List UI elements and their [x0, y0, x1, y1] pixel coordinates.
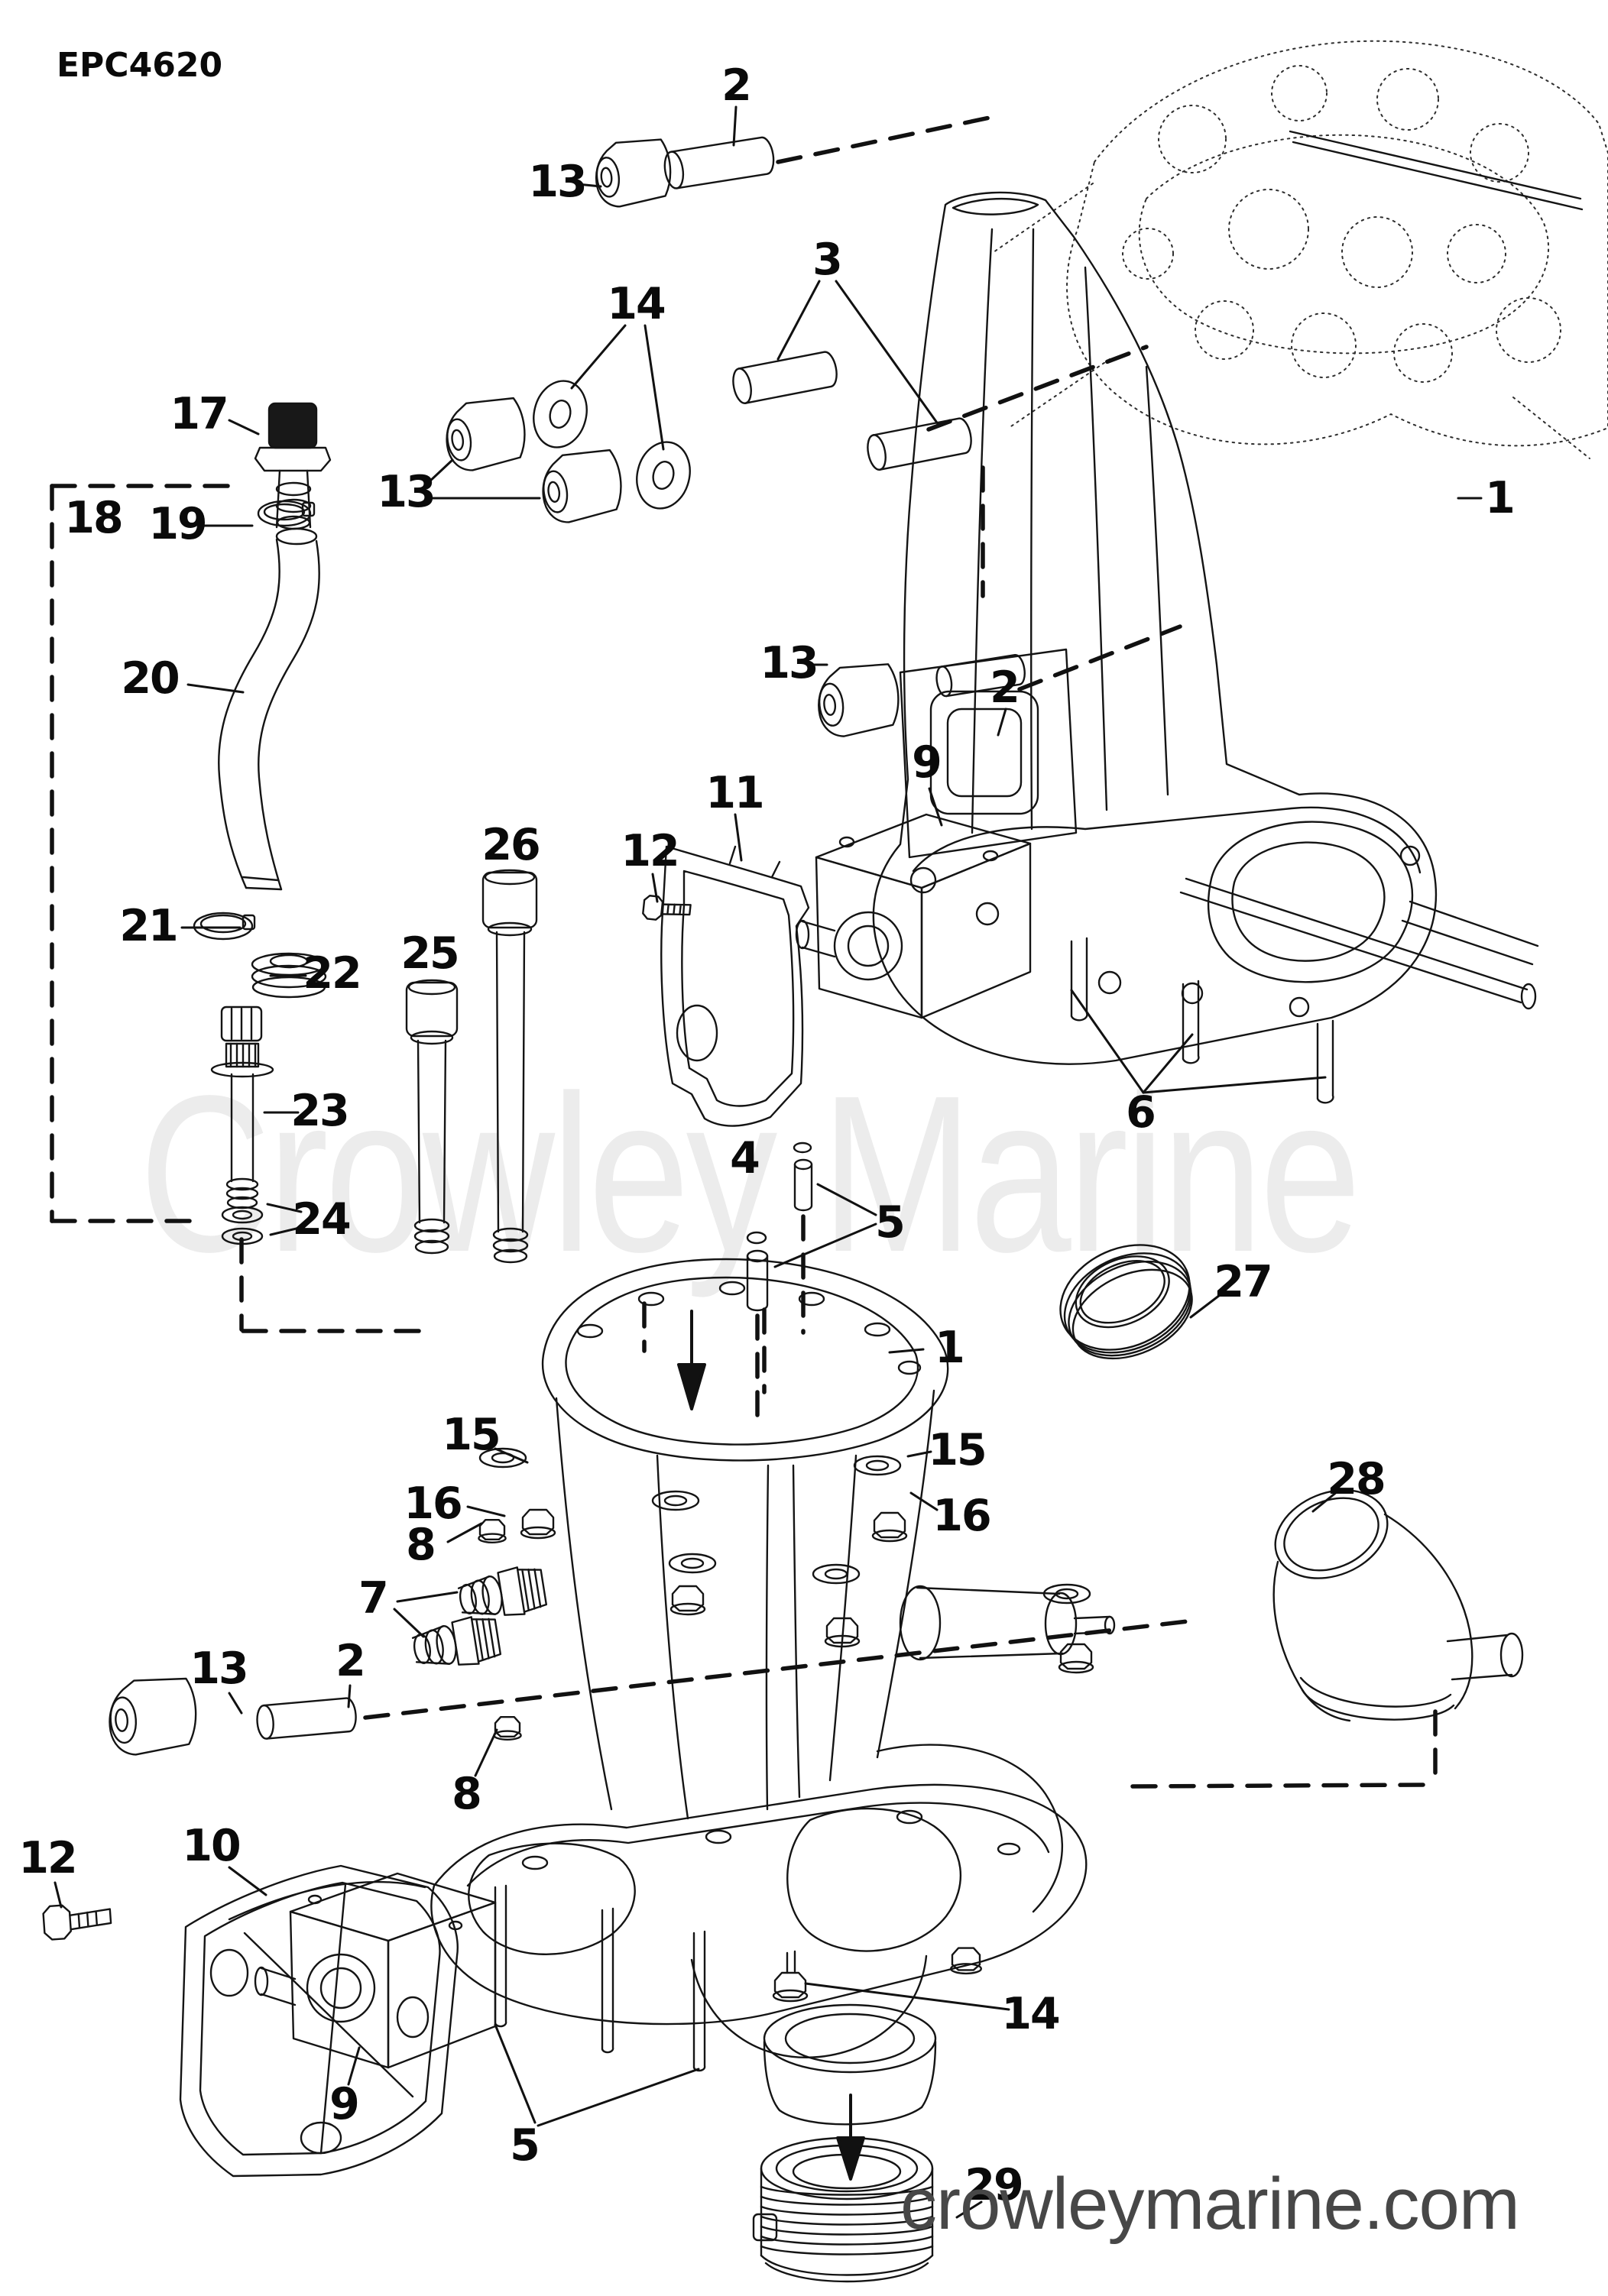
- callout-10: 10: [182, 1821, 241, 1871]
- callout-6: 6: [1126, 1087, 1156, 1138]
- water-tube-assembly-drawing: [212, 1007, 273, 1244]
- callout-20: 20: [121, 653, 180, 704]
- callout-12: 12: [621, 826, 679, 876]
- callout-11: 11: [705, 768, 764, 818]
- callout-3: 3: [812, 235, 843, 285]
- callout-27: 27: [1214, 1257, 1272, 1307]
- callout-2: 2: [336, 1636, 366, 1686]
- callout-4: 4: [730, 1133, 760, 1184]
- callout-13: 13: [760, 638, 819, 688]
- callout-7: 7: [358, 1573, 389, 1624]
- callout-17: 17: [170, 389, 229, 439]
- lower-driveshaft-housing-drawing: [431, 1259, 1114, 2124]
- callout-19: 19: [148, 499, 207, 549]
- drain-plug-and-hose-drawing: [194, 403, 330, 997]
- callout-13: 13: [528, 157, 587, 207]
- callout-8: 8: [406, 1520, 436, 1570]
- callout-26: 26: [481, 820, 540, 870]
- upper-mount-group-drawing: [641, 653, 1030, 1126]
- callout-2: 2: [990, 662, 1020, 713]
- callout-5: 5: [875, 1197, 906, 1248]
- callout-25: 25: [400, 928, 459, 979]
- callout-12: 12: [18, 1833, 77, 1883]
- callout-16: 16: [932, 1491, 991, 1541]
- water-tubes-25-26-drawing: [407, 870, 537, 1262]
- callout-21: 21: [119, 901, 178, 951]
- callout-1: 1: [1485, 473, 1516, 523]
- upper-exhaust-housing-drawing: [874, 131, 1582, 1104]
- dowel-pins-drawing: [747, 1143, 812, 1310]
- callout-16: 16: [404, 1478, 462, 1529]
- flow-direction-arrows: [679, 1311, 864, 2179]
- crowleymarine-site-credit[interactable]: crowleymarine.com: [900, 2163, 1520, 2245]
- callout-14: 14: [1001, 1989, 1060, 2039]
- top-mount-hardware-drawing: [440, 134, 975, 526]
- callout-15: 15: [442, 1410, 501, 1460]
- callout-23: 23: [290, 1086, 349, 1136]
- callout-2: 2: [721, 60, 752, 111]
- callout-22: 22: [303, 948, 361, 999]
- callout-13: 13: [190, 1643, 248, 1694]
- callout-15: 15: [928, 1425, 987, 1475]
- callout-9: 9: [912, 737, 942, 788]
- exhaust-seal-and-elbow-drawing: [1044, 1226, 1522, 1721]
- callout-29: 29: [964, 2160, 1023, 2210]
- callout-1: 1: [935, 1323, 965, 1373]
- ghost-powerhead-adapter: [994, 41, 1608, 458]
- callout-8: 8: [452, 1769, 482, 1819]
- callout-13: 13: [377, 467, 436, 517]
- assembly-dashed-lines: [52, 118, 1435, 1786]
- callout-18: 18: [64, 493, 123, 543]
- lower-mount-group-drawing: [41, 1866, 495, 2176]
- callout-28: 28: [1327, 1454, 1386, 1504]
- callout-14: 14: [607, 279, 666, 329]
- callout-5: 5: [510, 2120, 540, 2171]
- diagram-code: EPC4620: [57, 46, 223, 85]
- callout-9: 9: [329, 2079, 360, 2129]
- callout-leader-lines: [55, 107, 1481, 2217]
- callout-24: 24: [292, 1194, 351, 1245]
